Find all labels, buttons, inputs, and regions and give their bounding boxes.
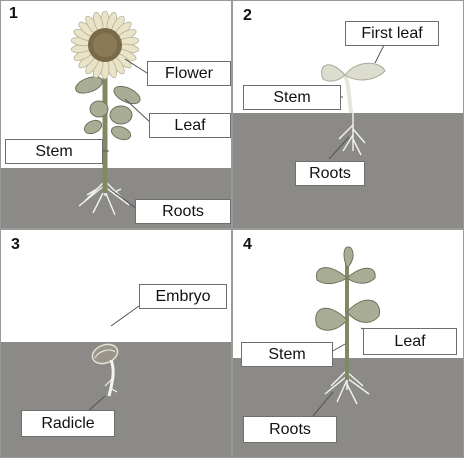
young-plant-illustration: [233, 246, 463, 457]
soil: [1, 342, 231, 457]
sunflower-head: [70, 10, 140, 80]
roots-label: Roots: [295, 161, 365, 186]
panel-2-seedling: 2 First leaf Stem Roots: [232, 0, 464, 229]
first-leaf-label: First leaf: [345, 21, 439, 46]
panel-4-young-plant: 4 Stem Leaf Roots: [232, 229, 464, 458]
sunflower-illustration: [1, 10, 231, 228]
panel-3-germinating-seed: 3 Embryo Radicle: [0, 229, 232, 458]
leaf-label: Leaf: [363, 328, 457, 355]
panel-1-leader-lines: [103, 58, 152, 210]
radicle-label: Radicle: [21, 410, 115, 437]
panel-number: 4: [243, 236, 252, 253]
stem-label: Stem: [241, 342, 333, 367]
germinating-seed-illustration: [1, 305, 231, 457]
leaf-label: Leaf: [149, 113, 231, 138]
seed: [91, 343, 119, 365]
panel-number: 3: [11, 236, 20, 253]
seedling-stem: [343, 74, 353, 114]
sunflower-leaves: [75, 76, 141, 141]
embryo-label: Embryo: [139, 284, 227, 309]
panel-number: 2: [243, 7, 252, 24]
young-plant-roots: [324, 358, 370, 405]
roots-label: Roots: [135, 199, 231, 224]
stem-label: Stem: [243, 85, 341, 110]
stem-label: Stem: [5, 139, 103, 164]
panel-1-mature-sunflower: 1 Flower Leaf Stem Roots: [0, 0, 232, 229]
seedling-first-leaves: [321, 62, 386, 82]
flower-label: Flower: [147, 61, 231, 86]
radicle: [104, 359, 118, 397]
seedling-roots: [338, 113, 366, 156]
panel-number: 1: [9, 5, 18, 22]
panel-3-leader-lines: [86, 305, 140, 413]
young-plant-leaves: [315, 246, 381, 331]
roots-label: Roots: [243, 416, 337, 443]
